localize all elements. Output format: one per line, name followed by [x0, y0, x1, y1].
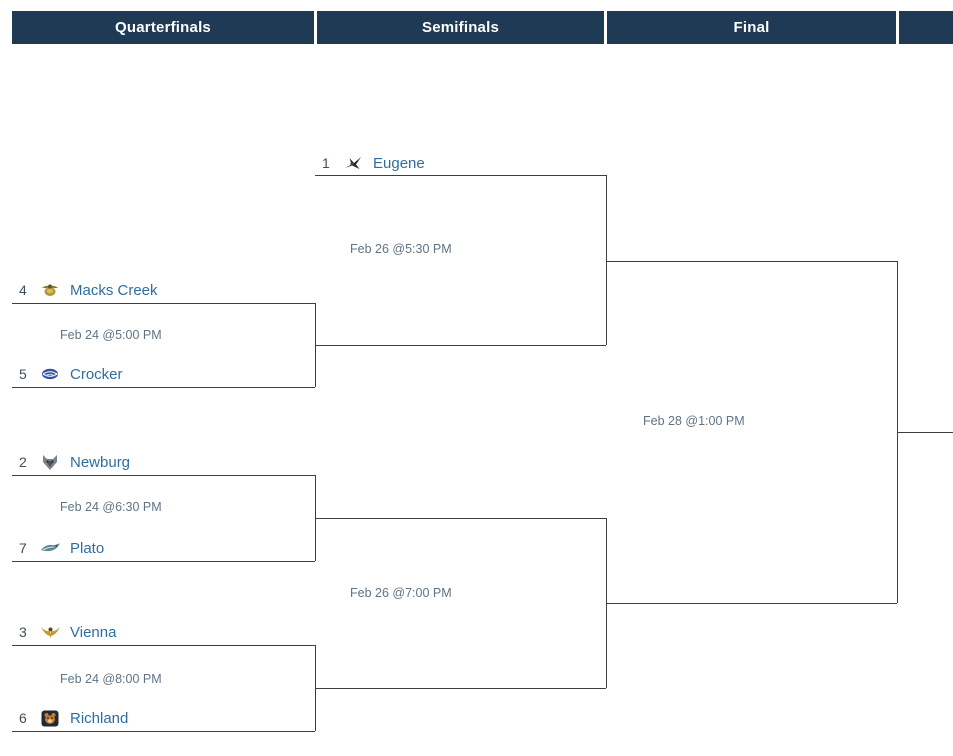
bracket-line-horizontal — [12, 303, 315, 304]
bracket-line-horizontal — [315, 175, 606, 176]
round-header-label: Quarterfinals — [115, 19, 211, 36]
bracket-line-vertical — [606, 175, 607, 345]
bracket-line-horizontal — [12, 731, 315, 732]
crocker-logo-icon — [39, 366, 61, 383]
team-name[interactable]: Vienna — [70, 623, 117, 641]
vienna-logo-icon — [39, 624, 61, 641]
game-datetime-semifinal-2: Feb 26 @7:00 PM — [350, 586, 452, 600]
bracket-line-horizontal — [606, 261, 897, 262]
game-datetime-quarterfinal-3: Feb 24 @8:00 PM — [60, 672, 162, 686]
team-name[interactable]: Richland — [70, 709, 129, 727]
bracket-line-horizontal — [12, 475, 315, 476]
seed-number: 3 — [19, 624, 27, 640]
seed-number: 7 — [19, 540, 27, 556]
team-name[interactable]: Crocker — [70, 365, 123, 383]
bracket-line-horizontal — [606, 603, 897, 604]
team-name[interactable]: Plato — [70, 539, 105, 557]
game-datetime-final: Feb 28 @1:00 PM — [643, 414, 745, 428]
game-datetime-semifinal-1: Feb 26 @5:30 PM — [350, 242, 452, 256]
seed-number: 4 — [19, 282, 27, 298]
bracket-line-horizontal — [315, 518, 606, 519]
seed-number: 5 — [19, 366, 27, 382]
game-datetime-quarterfinal-1: Feb 24 @5:00 PM — [60, 328, 162, 342]
team-row-vienna[interactable]: 3 Vienna — [12, 619, 315, 645]
bracket-line-vertical — [315, 645, 316, 731]
bracket-line-vertical — [897, 261, 898, 603]
eugene-logo-icon — [342, 155, 364, 172]
team-name[interactable]: Newburg — [70, 453, 131, 471]
seed-number: 2 — [19, 454, 27, 470]
bracket-line-horizontal — [897, 432, 953, 433]
bracket-line-vertical — [315, 303, 316, 387]
bracket-line-horizontal — [12, 561, 315, 562]
seed-number: 1 — [322, 155, 330, 171]
team-row-plato[interactable]: 7 Plato — [12, 535, 315, 561]
bracket-line-vertical — [606, 518, 607, 688]
game-datetime-quarterfinal-2: Feb 24 @6:30 PM — [60, 500, 162, 514]
bracket-line-vertical — [315, 475, 316, 561]
team-name[interactable]: Macks Creek — [70, 281, 158, 299]
plato-logo-icon — [39, 540, 61, 557]
round-header-champion-cut — [899, 11, 953, 44]
bracket-line-horizontal — [12, 387, 315, 388]
team-row-newburg[interactable]: 2 Newburg — [12, 449, 315, 475]
round-header-label: Semifinals — [421, 19, 500, 36]
round-header-quarterfinals: Quarterfinals — [12, 11, 314, 44]
seed-number: 6 — [19, 710, 27, 726]
bracket-line-horizontal — [315, 345, 606, 346]
team-row-richland[interactable]: 6 Richland — [12, 705, 315, 731]
bracket-line-horizontal — [12, 645, 315, 646]
team-row-eugene[interactable]: 1 Eugene — [315, 150, 606, 176]
team-name[interactable]: Eugene — [373, 154, 425, 172]
bracket-line-horizontal — [315, 688, 606, 689]
round-header-final: Final — [607, 11, 896, 44]
round-header-semifinals: Semifinals — [317, 11, 604, 44]
macks-creek-logo-icon — [39, 282, 61, 299]
round-header-label: Final — [733, 19, 770, 36]
team-row-macks-creek[interactable]: 4 Macks Creek — [12, 277, 315, 303]
team-row-crocker[interactable]: 5 Crocker — [12, 361, 315, 387]
richland-logo-icon — [39, 710, 61, 727]
newburg-logo-icon — [39, 454, 61, 471]
